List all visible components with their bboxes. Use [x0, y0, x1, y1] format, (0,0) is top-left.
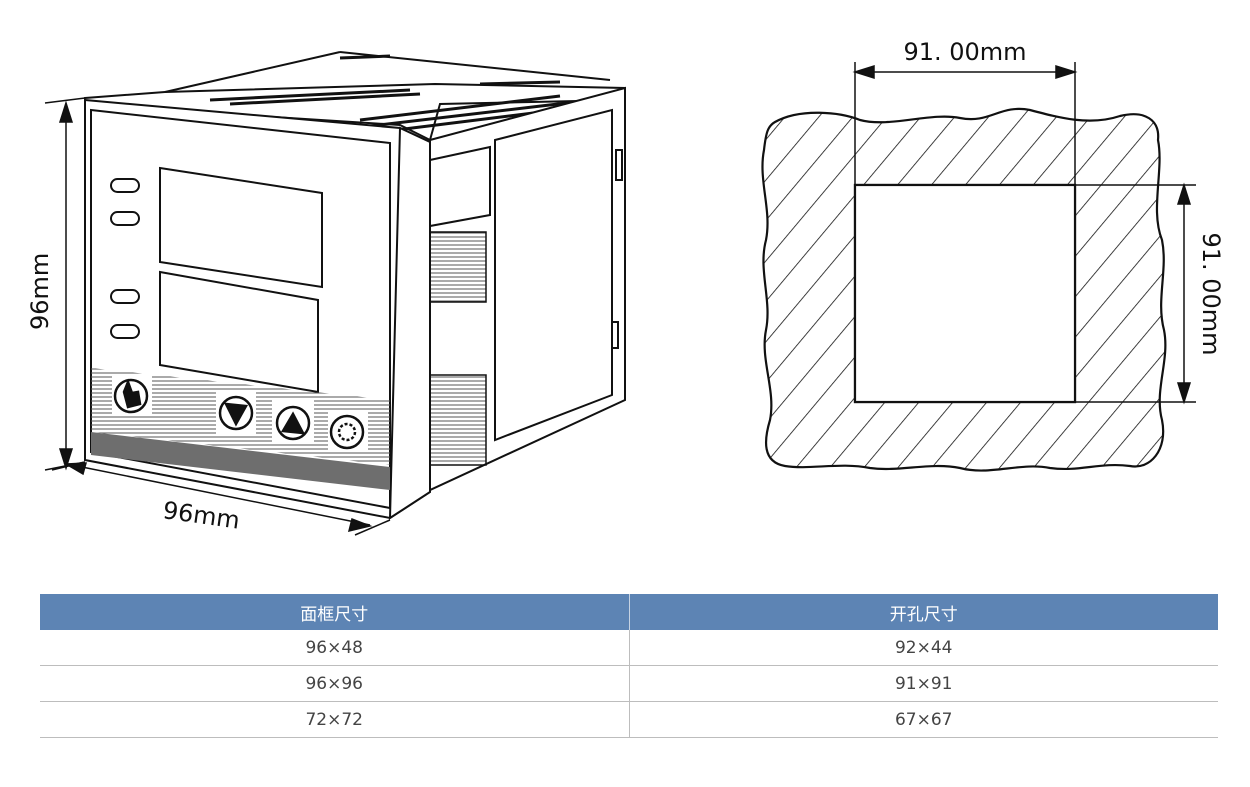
set-icon [328, 410, 368, 452]
width-label: 96mm [161, 496, 241, 534]
table-cell: 92×44 [629, 630, 1218, 666]
table-cell: 67×67 [629, 701, 1218, 738]
touch-icon [112, 374, 152, 414]
bottom-bar [91, 432, 390, 490]
top-ribs [209, 54, 591, 134]
width-dimension [51, 461, 391, 536]
table-cell: 96×48 [40, 630, 630, 666]
table-cell: 91×91 [629, 665, 1218, 702]
table-cell: 72×72 [40, 701, 630, 738]
cutout-width-dimension [852, 62, 1078, 185]
side-vents-lower [429, 374, 487, 466]
table-header-row: 面框尺寸 开孔尺寸 [40, 594, 1218, 630]
cutout-height-label: 91. 00mm [1197, 232, 1225, 355]
side-label-panel [494, 108, 613, 442]
side-vents-upper [429, 231, 487, 303]
cutout-height-dimension [1075, 182, 1196, 405]
hatched-panel [761, 107, 1167, 472]
table-row: 96×48 92×44 [40, 630, 1218, 666]
height-label: 96mm [26, 253, 54, 330]
controller-drawing [44, 51, 626, 536]
cutout-hole [853, 183, 1077, 404]
height-dimension [44, 97, 86, 471]
bezel-side-strip [388, 126, 431, 520]
up-arrow-icon [272, 400, 314, 442]
cutout-drawing [761, 62, 1196, 472]
size-table: 面框尺寸 开孔尺寸 96×48 92×44 96×96 91×91 72×72 … [40, 594, 1218, 738]
table-row: 72×72 67×67 [40, 701, 1218, 738]
header-cutout-size: 开孔尺寸 [889, 604, 958, 625]
lower-display [159, 270, 319, 394]
table-cell: 96×96 [40, 665, 630, 702]
upper-display [159, 166, 323, 289]
table-row: 96×96 91×91 [40, 665, 1218, 702]
indicator-leds [110, 178, 140, 339]
header-bezel-size: 面框尺寸 [40, 594, 630, 630]
cutout-width-label: 91. 00mm [903, 38, 1026, 66]
down-arrow-icon [216, 392, 256, 434]
